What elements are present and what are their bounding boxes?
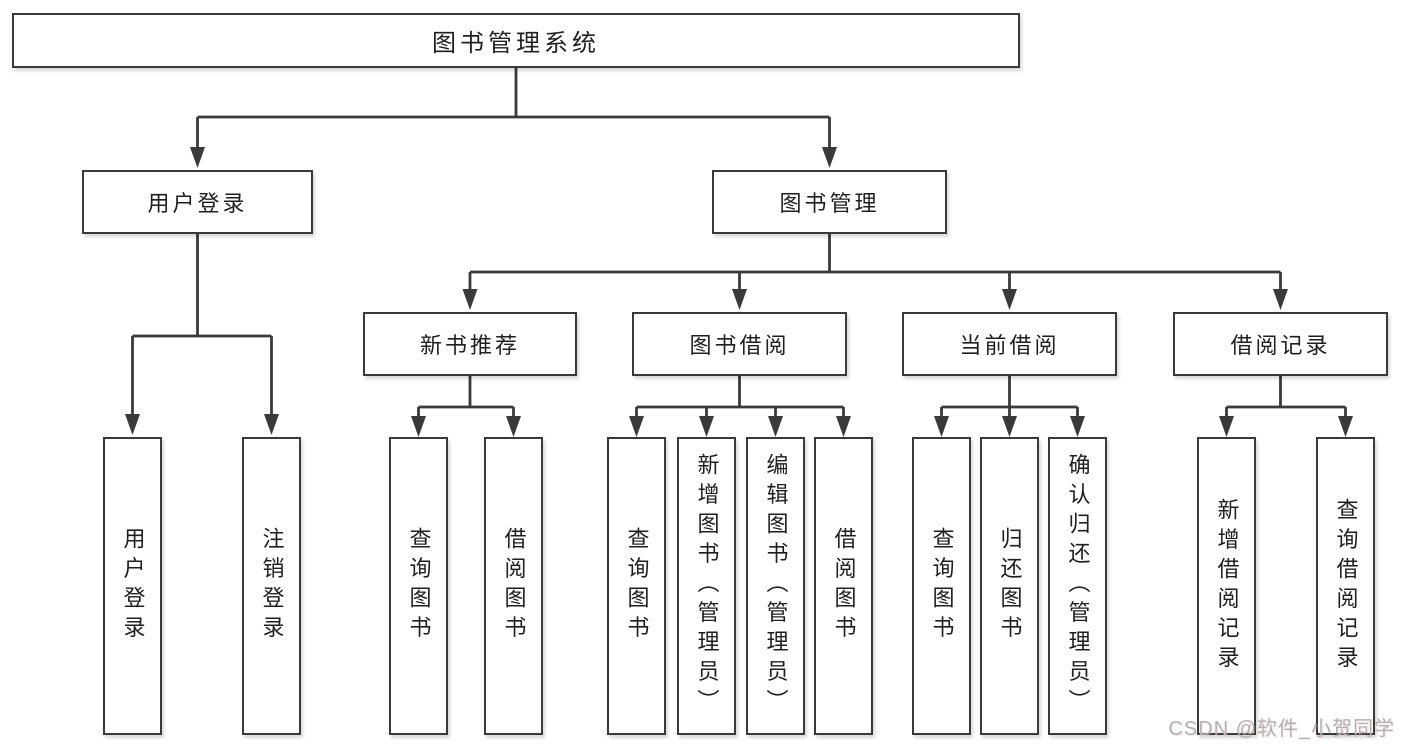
- leaf-return-book: 归还图书: [980, 437, 1039, 735]
- connector-paths: [131, 68, 1347, 416]
- leaf-user-login-label: 用户登录: [120, 527, 146, 645]
- leaf-borrow-books-recommend-label: 借阅图书: [501, 527, 527, 645]
- node-root-system: 图书管理系统: [12, 13, 1020, 68]
- leaf-query-books-current-label: 查询图书: [929, 527, 955, 645]
- leaf-confirm-return-admin: 确认归还（管理员）: [1048, 437, 1107, 735]
- leaf-query-borrow-record: 查询借阅记录: [1316, 437, 1375, 735]
- node-book-borrow: 图书借阅: [632, 312, 847, 376]
- csdn-watermark: CSDN @软件_小贺同学: [1168, 718, 1395, 740]
- node-user-login-label: 用户登录: [147, 191, 248, 216]
- leaf-user-login: 用户登录: [103, 437, 162, 735]
- node-book-management: 图书管理: [712, 170, 947, 234]
- node-current-borrow: 当前借阅: [902, 312, 1117, 376]
- leaf-borrow-books-recommend: 借阅图书: [484, 437, 543, 735]
- node-current-borrow-label: 当前借阅: [959, 333, 1060, 358]
- leaf-add-book-admin-label: 新增图书（管理员）: [694, 453, 720, 719]
- leaf-logout-label: 注销登录: [259, 527, 285, 645]
- leaf-query-books-borrow-label: 查询图书: [624, 527, 650, 645]
- node-root-label: 图书管理系统: [432, 30, 600, 57]
- leaf-edit-book-admin-label: 编辑图书（管理员）: [763, 453, 789, 719]
- leaf-query-books-recommend-label: 查询图书: [406, 527, 432, 645]
- leaf-borrow-books-borrow-label: 借阅图书: [831, 527, 857, 645]
- leaf-query-books-borrow: 查询图书: [607, 437, 666, 735]
- leaf-confirm-return-admin-label: 确认归还（管理员）: [1065, 453, 1091, 719]
- leaf-edit-book-admin: 编辑图书（管理员）: [746, 437, 805, 735]
- arrowheads: [125, 147, 1353, 437]
- node-borrow-records-label: 借阅记录: [1230, 333, 1331, 358]
- leaf-add-borrow-record: 新增借阅记录: [1197, 437, 1256, 735]
- leaf-query-books-recommend: 查询图书: [389, 437, 448, 735]
- node-user-login: 用户登录: [82, 170, 313, 234]
- leaf-borrow-books-borrow: 借阅图书: [814, 437, 873, 735]
- node-new-book-recommend: 新书推荐: [363, 312, 577, 376]
- leaf-query-borrow-record-label: 查询借阅记录: [1333, 497, 1359, 675]
- leaf-add-book-admin: 新增图书（管理员）: [677, 437, 736, 735]
- leaf-query-books-current: 查询图书: [912, 437, 971, 735]
- leaf-logout: 注销登录: [242, 437, 301, 735]
- node-borrow-records: 借阅记录: [1173, 312, 1388, 376]
- node-book-management-label: 图书管理: [779, 191, 880, 216]
- node-new-book-recommend-label: 新书推荐: [419, 333, 520, 358]
- leaf-return-book-label: 归还图书: [997, 527, 1023, 645]
- node-book-borrow-label: 图书借阅: [689, 333, 790, 358]
- leaf-add-borrow-record-label: 新增借阅记录: [1214, 497, 1240, 675]
